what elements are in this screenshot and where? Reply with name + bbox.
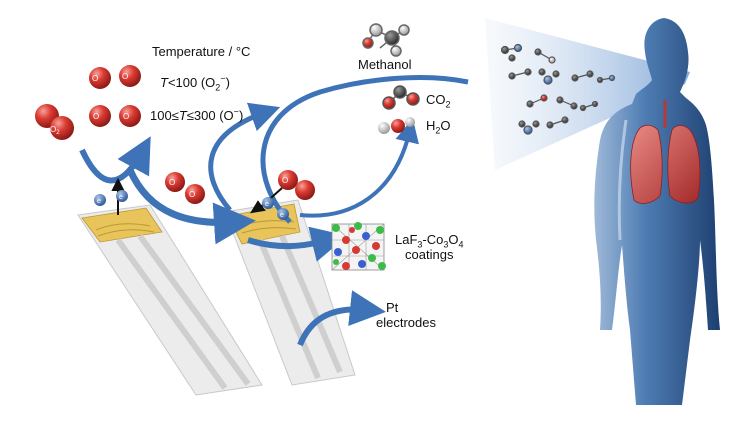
co2-molecule — [382, 85, 420, 110]
electrons: e e e e — [94, 190, 289, 220]
o2-molecule: O2 — [35, 104, 74, 140]
human-body-illustration — [594, 18, 720, 405]
sensor-chip-left — [77, 204, 263, 396]
voc-molecule — [596, 74, 616, 84]
svg-text:e: e — [265, 201, 269, 208]
body-highlight — [617, 119, 628, 241]
chip-lead-lines — [115, 234, 251, 390]
pt-electrodes-label: Pt electrodes — [376, 300, 436, 330]
voc-molecule — [546, 116, 569, 129]
arrow-to-coating — [247, 226, 348, 262]
voc-molecules — [500, 43, 616, 135]
voc-molecule — [579, 100, 599, 112]
svg-text:e: e — [97, 198, 101, 205]
methanol-label: Methanol — [358, 57, 412, 72]
voc-molecule — [538, 68, 560, 85]
chip-lead-lines — [257, 234, 343, 380]
chip-electrode-pad — [81, 207, 163, 243]
o-minus-pair: O O — [89, 105, 141, 127]
voc-molecule — [500, 43, 523, 62]
h2o-label: H2O — [426, 118, 451, 136]
lungs — [630, 124, 701, 204]
arrow-reaction-loop — [260, 74, 469, 224]
h2o-molecule — [378, 117, 415, 134]
svg-text:O: O — [282, 176, 288, 185]
svg-text:O: O — [169, 178, 175, 187]
o2-minus-pair: O O — [89, 65, 141, 89]
arrow-to-products — [299, 118, 419, 218]
voc-molecule — [526, 94, 548, 108]
svg-text:O: O — [93, 112, 99, 121]
human-body — [594, 18, 720, 405]
svg-text:O: O — [92, 74, 98, 83]
voc-molecule — [518, 120, 540, 135]
svg-text:O2: O2 — [50, 125, 60, 136]
svg-text:O: O — [189, 190, 195, 199]
svg-text:e: e — [119, 194, 123, 201]
arrow-temperature-arc — [208, 102, 281, 212]
voc-molecule — [556, 96, 578, 110]
svg-text:O: O — [123, 112, 129, 121]
methanol-molecule — [362, 23, 410, 57]
voc-molecule — [534, 48, 556, 64]
temperature-label: Temperature / °C — [152, 44, 251, 59]
low-temperature-label: T<100 (O2−) — [160, 73, 230, 93]
o-minus-pair-chip: O — [278, 170, 315, 200]
arrow-to-pt — [297, 290, 386, 347]
voc-molecule — [571, 70, 594, 82]
svg-text:O: O — [122, 72, 128, 81]
arrow-adsorption-curve — [79, 136, 151, 184]
arrow-chip-to-second — [126, 168, 256, 245]
o-minus-pair-flow: O O — [165, 172, 205, 204]
breath-cone — [485, 18, 690, 170]
voc-molecule — [508, 68, 532, 80]
svg-text:e: e — [280, 212, 284, 219]
co2-label: CO2 — [426, 92, 451, 110]
coating-label: LaF3-Co3O4 coatings — [395, 232, 464, 262]
flow-arrows — [79, 74, 469, 347]
crystal-lattice-icon — [331, 222, 386, 271]
high-temperature-label: 100≤T≤300 (O−) — [150, 106, 244, 123]
